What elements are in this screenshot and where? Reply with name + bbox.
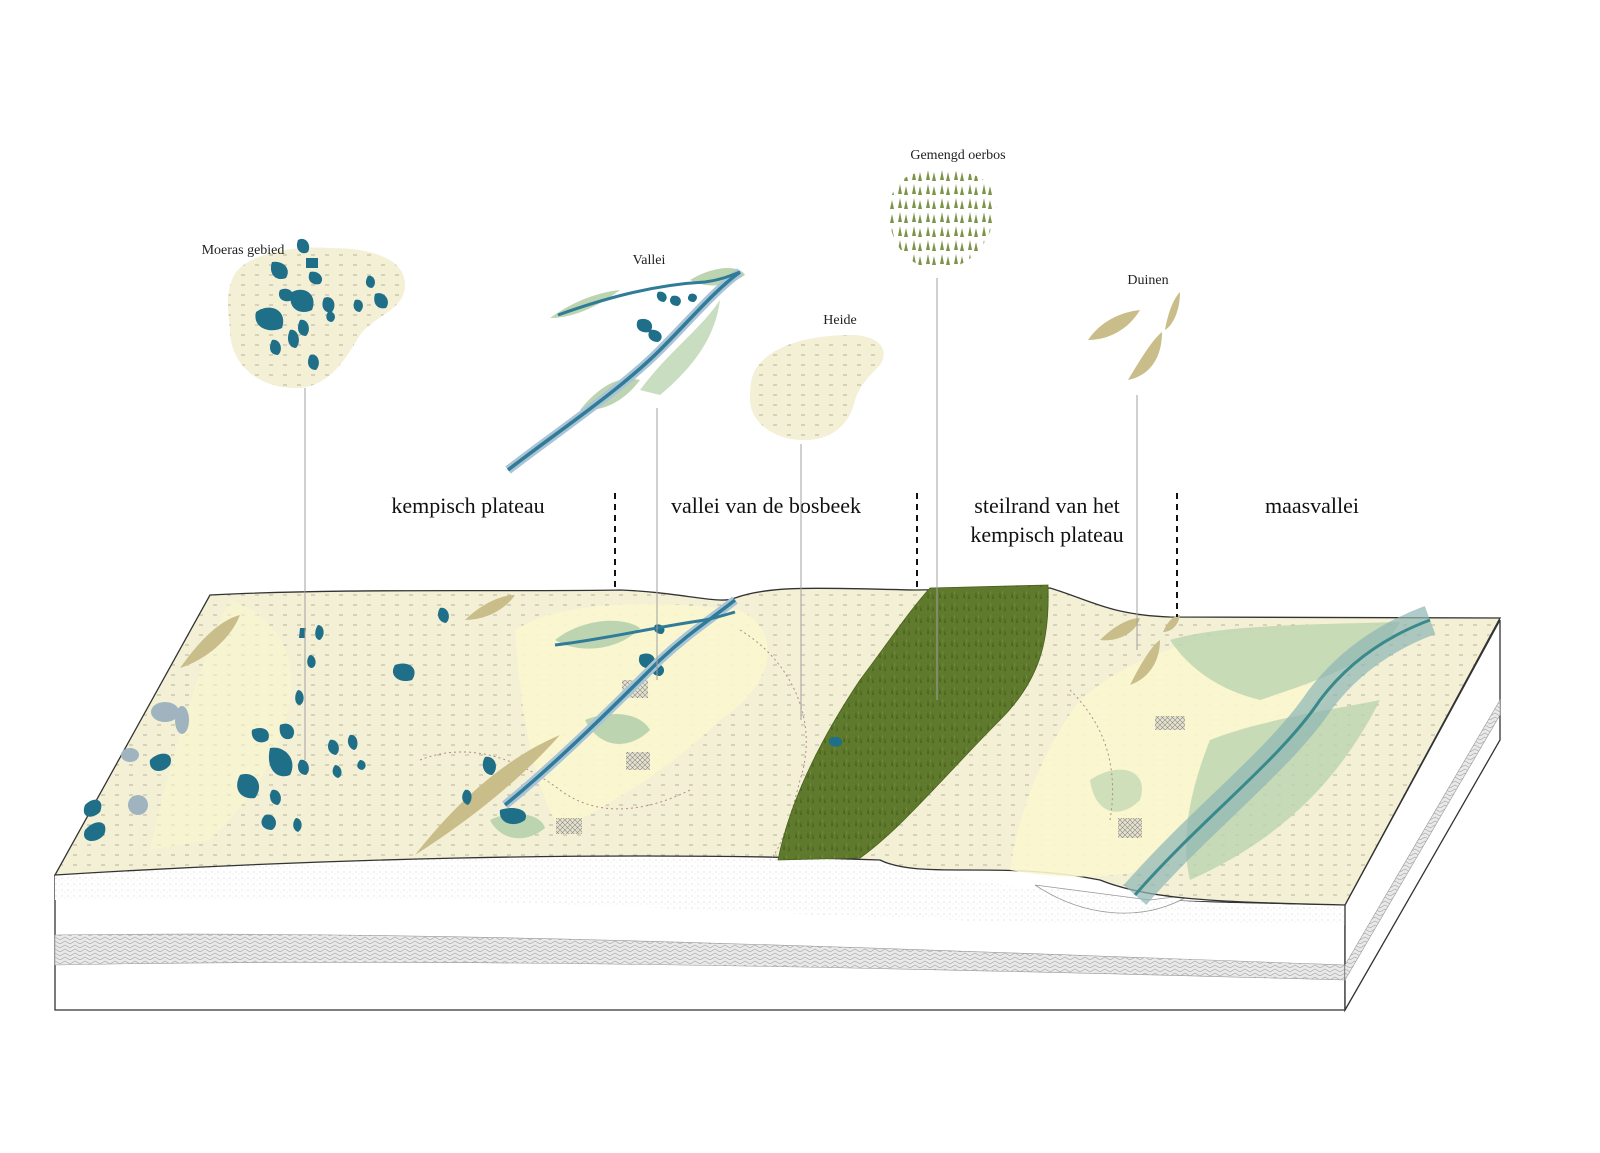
pond xyxy=(347,734,358,750)
callout-label-moeras: Moeras gebied xyxy=(202,243,285,258)
pond xyxy=(499,808,526,825)
callout-heide: Heide xyxy=(750,313,884,441)
right-gravel-layer xyxy=(1344,698,1501,982)
wet-area-4 xyxy=(175,706,189,734)
wet-area-3 xyxy=(121,748,139,762)
zone-dividers xyxy=(614,493,1178,617)
zone-labels: kempisch plateau vallei van de bosbeek s… xyxy=(391,493,1359,547)
sand-patch-valley xyxy=(515,604,768,830)
pond xyxy=(298,759,309,775)
pond xyxy=(438,607,449,623)
pond xyxy=(293,818,302,832)
pond xyxy=(299,628,306,638)
dune-maas-3 xyxy=(1163,615,1180,632)
zone-label-steilrand-line2: kempisch plateau xyxy=(970,522,1123,547)
zone-label-maasvallei: maasvallei xyxy=(1265,493,1359,518)
oerbos-bubble xyxy=(889,170,997,269)
marsh-ponds xyxy=(83,607,843,842)
dune-ridge xyxy=(415,735,560,855)
pond xyxy=(307,655,316,668)
callout-oerbos: Gemengd oerbos xyxy=(889,148,1006,269)
block-sides xyxy=(54,619,1501,1013)
block-top-surface xyxy=(53,584,1502,906)
callout-label-oerbos: Gemengd oerbos xyxy=(910,148,1005,163)
duinen-dune-1 xyxy=(1088,310,1140,340)
sand-patch-left xyxy=(150,600,292,850)
bosbeek-tributary xyxy=(554,610,736,647)
forest-band xyxy=(777,584,1049,861)
leader-lines xyxy=(304,278,1138,760)
zone-label-vallei-bosbeek: vallei van de bosbeek xyxy=(671,493,861,518)
meadow-maas-3 xyxy=(1090,769,1142,812)
pond xyxy=(237,774,260,799)
pond xyxy=(279,723,295,740)
pond xyxy=(268,747,293,777)
dotted-path-3 xyxy=(1069,689,1114,821)
settlement-3 xyxy=(556,818,582,834)
callout-label-vallei: Vallei xyxy=(633,253,666,268)
callout-duinen: Duinen xyxy=(1088,273,1180,380)
settlement-4 xyxy=(1155,716,1185,730)
pond xyxy=(315,625,324,640)
pond xyxy=(149,753,171,772)
pond xyxy=(270,789,281,805)
vallei-ponds xyxy=(636,291,697,342)
moeras-ponds xyxy=(255,238,388,370)
wet-area-1 xyxy=(151,702,179,722)
dune-maas-1 xyxy=(1100,618,1140,641)
dotted-path-2 xyxy=(739,629,807,861)
duinen-dune-2 xyxy=(1128,332,1162,380)
pond xyxy=(392,663,415,682)
pond xyxy=(84,822,106,842)
pond xyxy=(482,756,496,775)
pond xyxy=(462,789,472,805)
vallei-tributary xyxy=(557,270,741,317)
dotted-path-1 xyxy=(419,751,691,810)
meadow-maas-1 xyxy=(1170,622,1400,700)
dune-maas-2 xyxy=(1130,640,1160,685)
pond xyxy=(357,760,366,770)
callout-vallei: Vallei xyxy=(505,253,745,474)
maas-river xyxy=(1133,618,1431,896)
heide-bubble xyxy=(750,335,884,441)
pond xyxy=(332,765,342,778)
zone-label-steilrand-line1: steilrand van het xyxy=(974,493,1119,518)
zone-label-kempisch-plateau: kempisch plateau xyxy=(391,493,544,518)
pond xyxy=(828,736,843,747)
pond xyxy=(261,814,276,830)
pond xyxy=(295,690,304,705)
pond xyxy=(83,799,102,817)
callout-label-heide: Heide xyxy=(823,313,856,328)
callout-moeras: Moeras gebied xyxy=(202,238,405,389)
vallei-meadow-4 xyxy=(640,300,720,395)
settlement-2 xyxy=(626,752,650,770)
pond xyxy=(251,728,269,743)
wet-area-2 xyxy=(128,795,148,815)
pond xyxy=(328,739,339,755)
meadow-maas-2 xyxy=(1186,700,1380,880)
vallei-river xyxy=(506,270,742,472)
callout-label-duinen: Duinen xyxy=(1127,273,1168,288)
settlement-5 xyxy=(1118,818,1142,838)
front-sand-layer xyxy=(55,855,1345,926)
dune-plateau-1 xyxy=(180,615,240,668)
dune-plateau-2 xyxy=(465,595,515,620)
duinen-dune-3 xyxy=(1165,292,1180,330)
